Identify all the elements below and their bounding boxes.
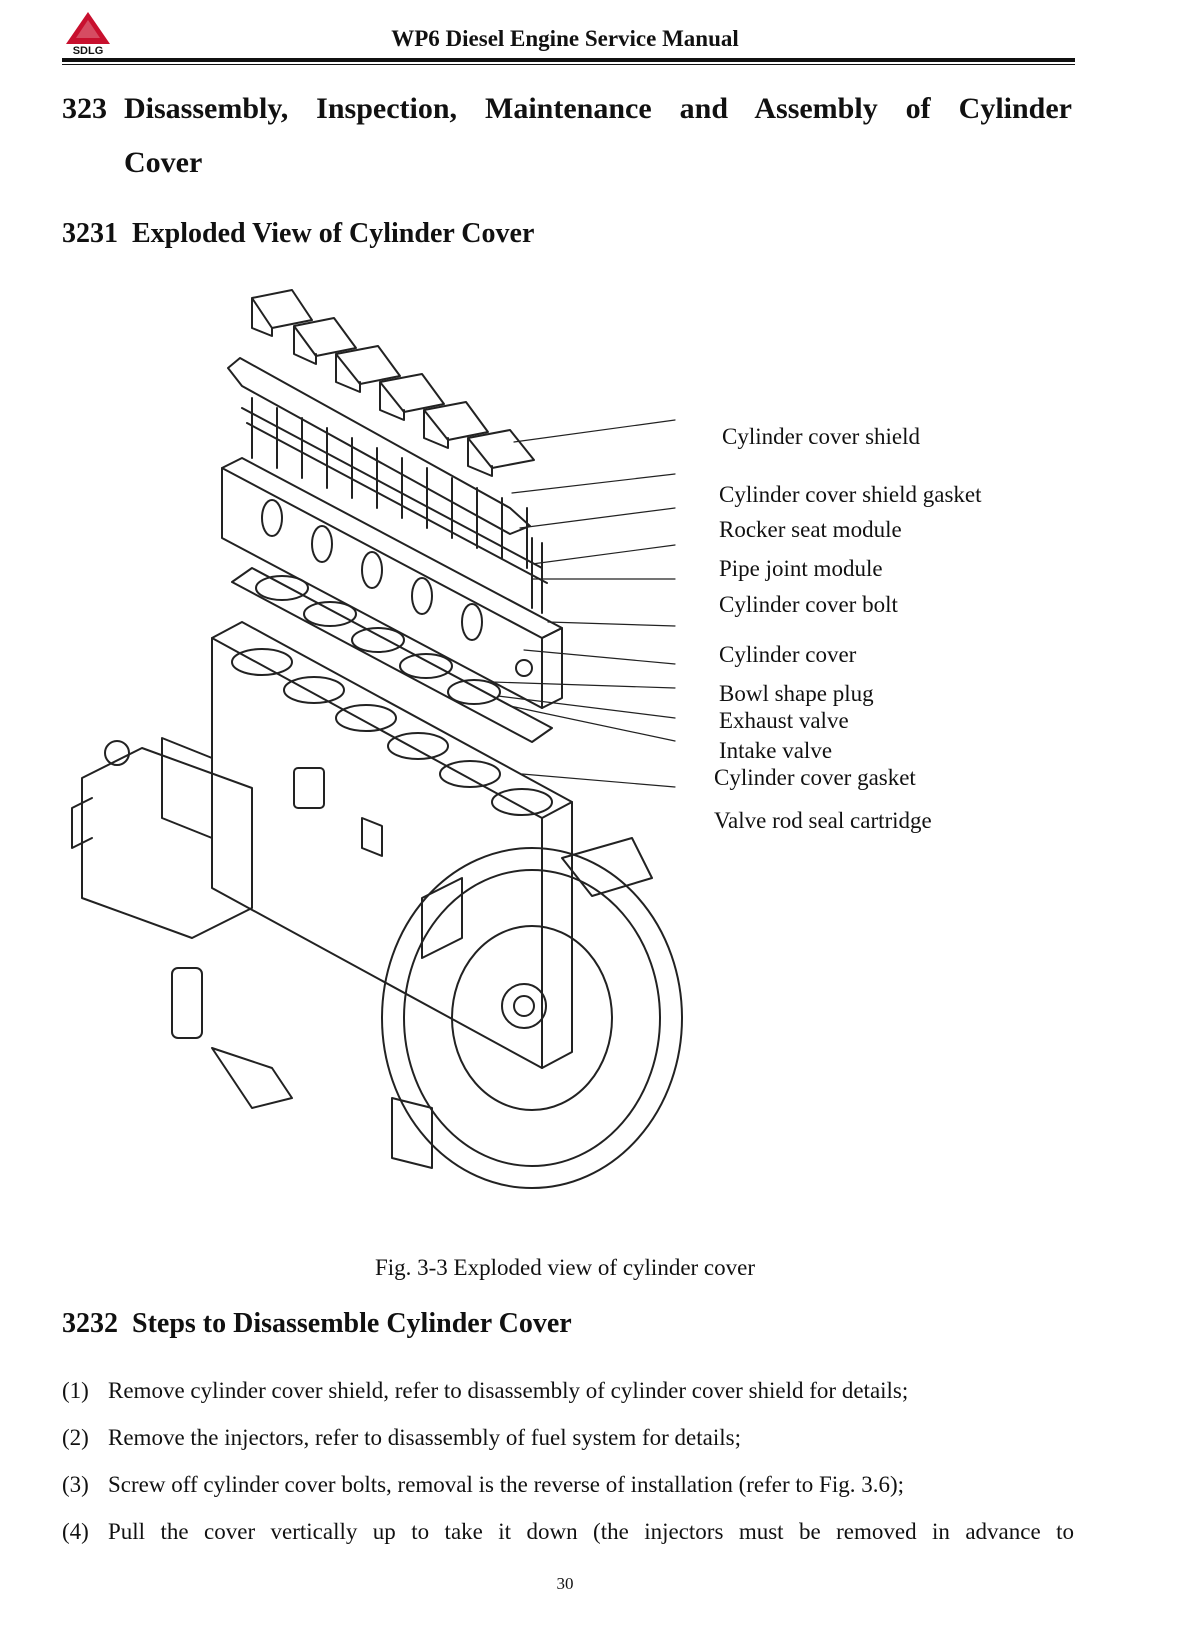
label-exhaust-valve: Exhaust valve [719, 708, 849, 733]
label-cylinder-cover-shield-gasket: Cylinder cover shield gasket [719, 482, 982, 507]
label-valve-rod-seal-cartridge: Valve rod seal cartridge [714, 808, 932, 833]
label-pipe-joint-module: Pipe joint module [719, 556, 883, 581]
step-text: Pull the cover vertically up to take it … [108, 1519, 1074, 1544]
section-number: 323 [62, 92, 107, 125]
label-bowl-shape-plug: Bowl shape plug [719, 681, 874, 706]
label-cylinder-cover-bolt: Cylinder cover bolt [719, 592, 898, 617]
label-cylinder-cover: Cylinder cover [719, 642, 857, 667]
cylinder-cover-shields [251, 289, 535, 477]
label-cylinder-cover-gasket: Cylinder cover gasket [714, 765, 916, 790]
figure-caption: Fig. 3-3 Exploded view of cylinder cover [374, 1255, 756, 1280]
rocker-seat-module [241, 397, 548, 584]
label-rocker-seat-module: Rocker seat module [719, 517, 902, 542]
header-title: WP6 Diesel Engine Service Manual [391, 26, 739, 51]
step-number: (3) [62, 1472, 89, 1497]
step-number: (2) [62, 1425, 89, 1450]
page-number: 30 [556, 1574, 574, 1593]
leader-lines [491, 419, 676, 788]
subsection-number: 3231 [62, 218, 118, 249]
label-cylinder-cover-shield: Cylinder cover shield [722, 424, 921, 449]
step-text: Remove cylinder cover shield, refer to d… [108, 1378, 909, 1403]
svg-text:SDLG: SDLG [73, 45, 104, 56]
engine-exploded-view [71, 289, 683, 1189]
header-rule [62, 58, 1075, 62]
sdlg-logo: SDLG [64, 12, 112, 56]
cylinder-cover-gasket [231, 567, 553, 743]
subsection-number: 3232 [62, 1308, 118, 1339]
step-number: (1) [62, 1378, 89, 1403]
flywheel-housing [381, 837, 683, 1189]
subsection-title: Exploded View of Cylinder Cover [132, 218, 535, 249]
step-text: Remove the injectors, refer to disassemb… [108, 1425, 741, 1450]
label-intake-valve: Intake valve [719, 738, 833, 763]
header-rule-thin [62, 64, 1075, 65]
fuel-injection-pump [71, 737, 293, 1109]
section-title-line1: Disassembly, Inspection, Maintenance and… [124, 92, 1072, 125]
subsection-title: Steps to Disassemble Cylinder Cover [132, 1308, 572, 1339]
engine-block [211, 621, 573, 1069]
step-number: (4) [62, 1519, 89, 1544]
subsection-heading-3232: 3232 Steps to Disassemble Cylinder Cover [62, 1308, 572, 1340]
shield-gasket [227, 357, 531, 535]
section-title-line2: Cover [124, 146, 203, 179]
step-text: Screw off cylinder cover bolts, removal … [108, 1472, 905, 1497]
subsection-heading-3231: 3231 Exploded View of Cylinder Cover [62, 218, 534, 250]
cylinder-cover-head [221, 457, 563, 709]
